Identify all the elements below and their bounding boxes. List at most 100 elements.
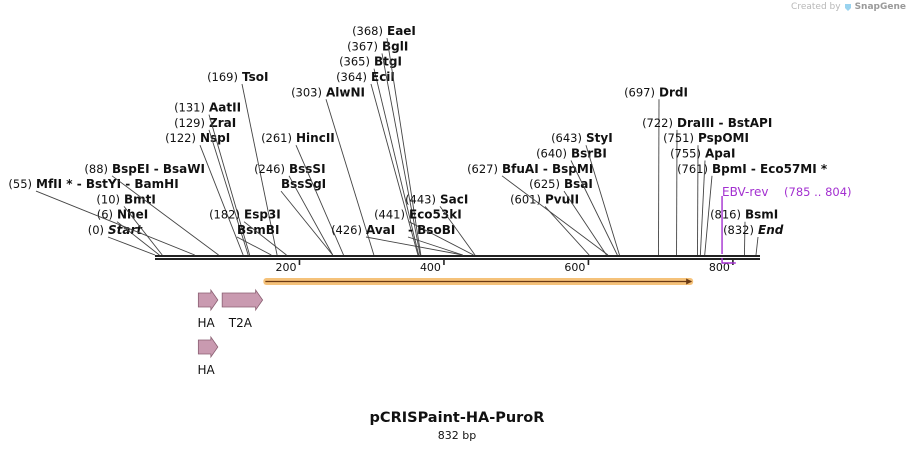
site-name: BsmI [745,208,778,222]
site-position: (832) [723,223,754,237]
credit-text: Created by [791,2,841,12]
site-position: (697) [624,85,655,99]
site-position: (426) [331,223,362,237]
site-name: NheI [117,208,148,222]
site-position: (816) [710,208,741,222]
site-position: (365) [339,55,370,69]
restriction-site: (261)HincII [261,131,344,256]
restriction-site: (182)Esp3I [209,208,287,256]
site-position: (625) [529,177,560,191]
site-name: BssSI [289,162,326,176]
site-leader-line [381,53,421,256]
site-name: Eco53kI [409,208,462,222]
site-leader-line [755,236,759,256]
restriction-site: BsmBI [236,223,279,256]
site-position: (441) [374,208,405,222]
site-position: (0) [88,223,104,237]
restriction-site: (625)BsaI [529,177,607,256]
site-position: (6) [97,208,113,222]
site-leader-line [658,99,660,256]
site-name: BtgI [374,55,402,69]
restriction-site: (0) Start [88,223,156,256]
site-position: (751) [663,131,694,145]
primer-arrow [721,258,736,264]
site-position: (368) [352,24,383,38]
site-name: BsmBI [237,223,279,237]
site-leader-line [241,83,278,256]
site-leader-line [288,175,334,256]
site-position: (303) [291,85,322,99]
site-position: (182) [209,208,240,222]
ruler-tick-label: 800 [709,261,730,274]
site-position: (55) [8,177,32,191]
site-position: (761) [677,162,708,176]
site-position: (364) [336,70,367,84]
site-leader-line [280,190,334,256]
site-name: PspOMI [698,131,749,145]
site-leader-line [743,221,746,256]
site-leader-line [501,175,609,256]
site-leader-line [544,206,590,256]
site-position: (131) [174,101,205,115]
site-position: (443) [405,192,436,206]
site-name: NspI [200,131,230,145]
credit-brand: SnapGene [854,2,906,12]
site-name: PvuII [545,192,579,206]
orf-arrowhead [686,278,693,285]
snapgene-logo-icon [844,3,851,11]
restriction-site: (601) PvuII [510,192,590,256]
restriction-site: (755) ApaI [670,147,735,256]
site-leader-line [236,236,272,256]
restriction-site: (627)BfuAI - BspMI [467,162,609,256]
site-position: (601) [510,192,541,206]
restriction-site: (365) BtgI [339,55,420,256]
restriction-site: (10)BmtI [96,192,163,256]
restriction-site: (169) TsoI [207,70,278,256]
site-position: (246) [254,162,285,176]
site-leader-line [697,145,699,256]
restriction-site: (367)BglI [347,39,421,256]
restriction-site: (368) EaeI [352,24,422,256]
feature-label: HA [197,363,215,377]
site-name: ApaI [705,147,735,161]
restriction-site: (426) AvaI [331,223,463,256]
site-position: (755) [670,147,701,161]
feature-arrow [197,335,219,359]
site-leader-line [208,129,249,256]
site-name: EciI [371,70,395,84]
site-leader-line [407,236,463,256]
restriction-site: (761)BpmI - Eco57MI * [677,162,828,256]
site-leader-line [704,175,713,256]
plasmid-name: pCRISPaint-HA-PuroR [369,410,545,426]
restriction-site: (129)ZraI [174,116,249,256]
restriction-site: (443)SacI [405,192,476,256]
restriction-site: (816) BsmI [710,208,778,256]
site-name: DrdI [659,85,688,99]
site-name: BspEI - BsaWI [112,162,205,176]
site-name: TsoI [242,70,268,84]
primer-name: EBV-rev [722,185,768,199]
feature-arrow [197,288,219,312]
site-leader-line [570,160,618,256]
site-leader-line [295,145,344,256]
site-name: Start [108,223,143,237]
restriction-site: (88) BspEI - BsaWI [84,162,219,256]
site-position: (169) [207,70,238,84]
site-name: AatII [209,101,241,115]
restriction-site: (303) AlwNI [291,85,375,256]
site-leader-line [585,145,620,256]
site-name: AvaI [366,223,395,237]
site-position: (88) [84,162,108,176]
restriction-site: (131) AatII [174,101,251,256]
site-name: AlwNI [326,85,365,99]
site-name: - BsoBI [408,223,455,237]
site-name: StyI [586,131,613,145]
site-position: (627) [467,162,498,176]
restriction-site: (643)StyI [551,131,620,256]
site-leader-line [243,221,287,256]
site-position: (367) [347,39,378,53]
restriction-site: (6) NheI [97,208,160,256]
site-name: EaeI [387,24,416,38]
restriction-site: (122)NspI [165,131,244,256]
